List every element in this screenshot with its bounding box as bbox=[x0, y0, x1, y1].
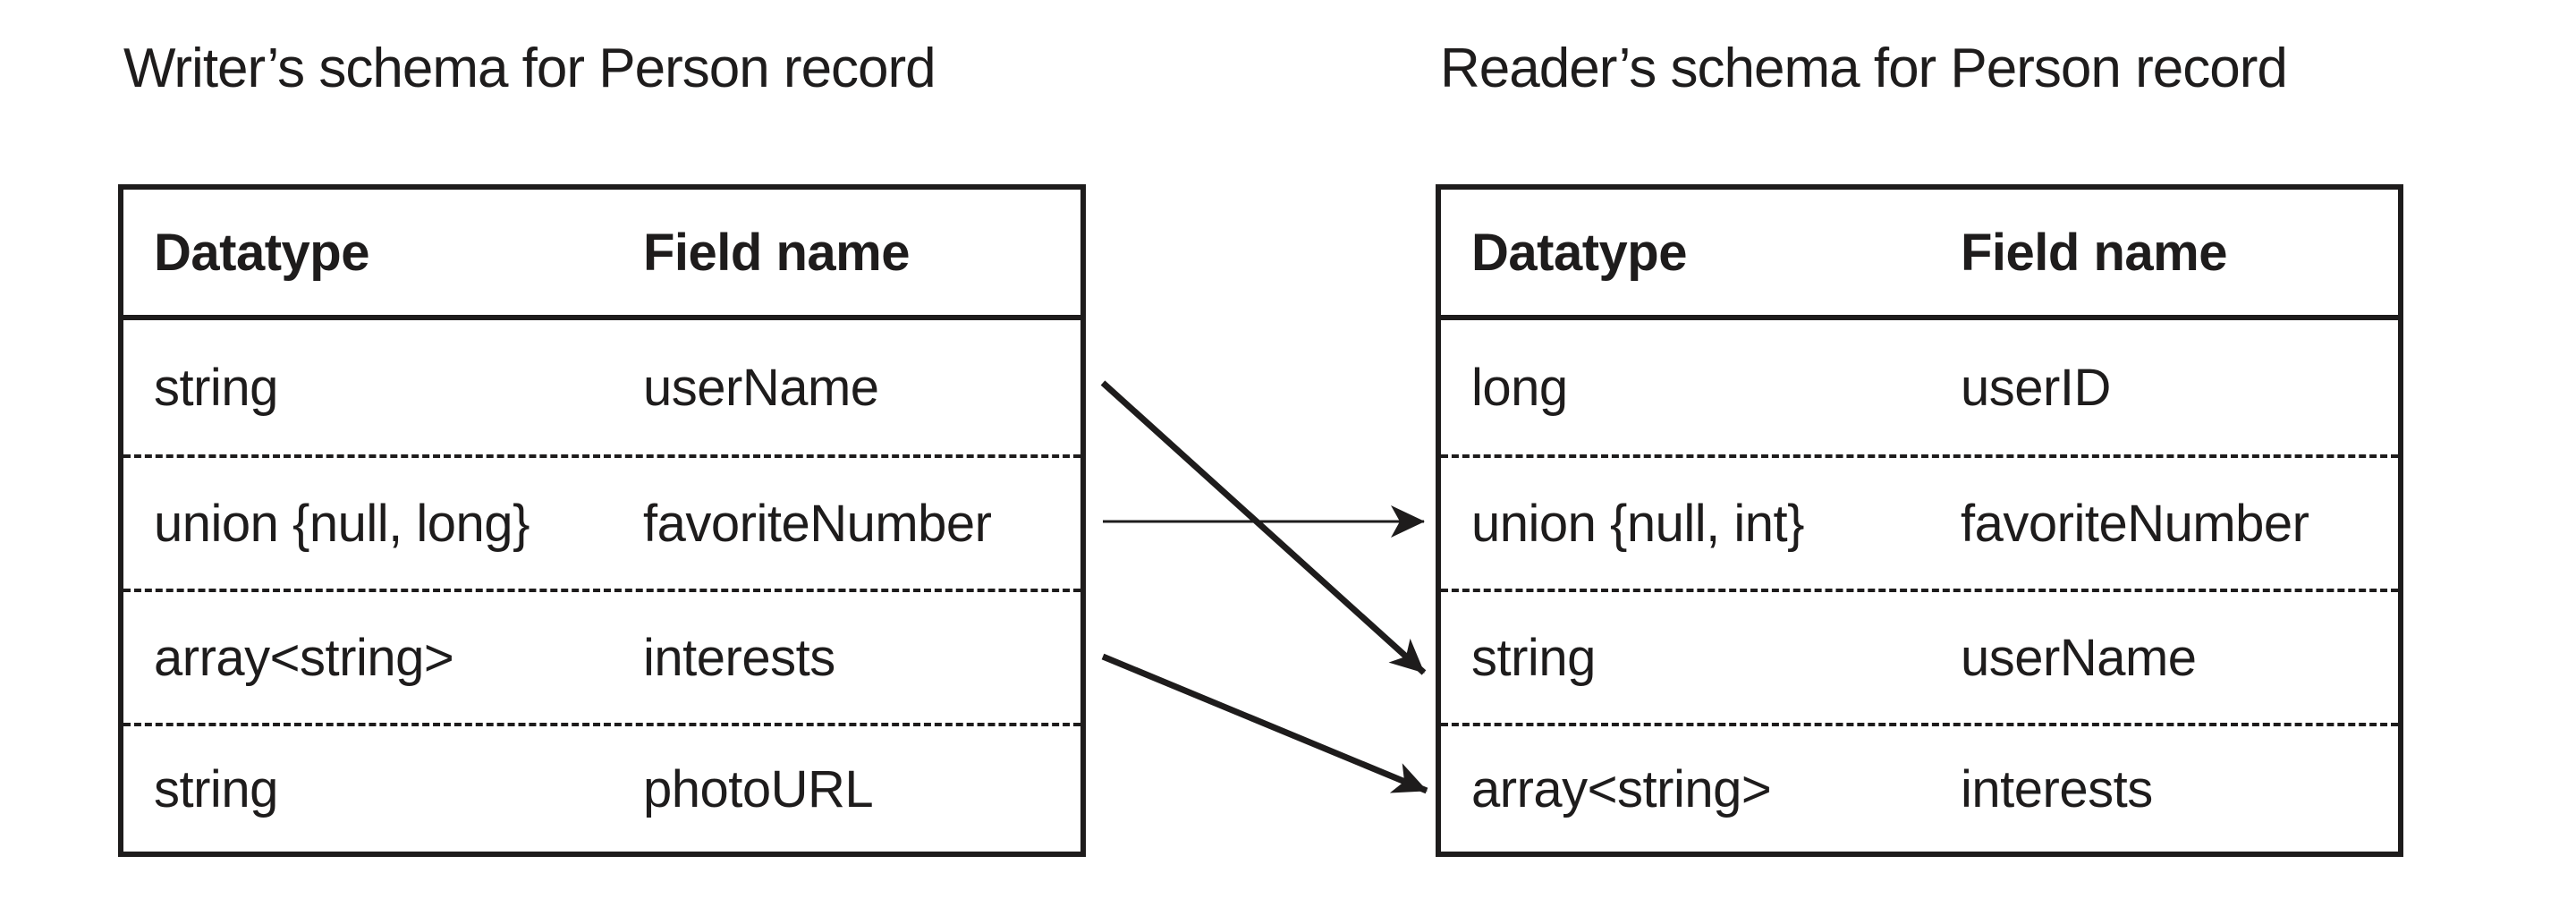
writer-row-photourl: string photoURL bbox=[123, 723, 1080, 852]
field-name-cell: favoriteNumber bbox=[643, 494, 992, 553]
writer-column-header-field-name: Field name bbox=[643, 223, 910, 282]
field-name-cell: userName bbox=[643, 358, 879, 417]
field-name-cell: interests bbox=[1961, 759, 2153, 818]
writer-row-interests: array<string> interests bbox=[123, 589, 1080, 723]
reader-schema-table: Datatype Field name long userID union {n… bbox=[1436, 184, 2403, 857]
field-name-cell: interests bbox=[643, 628, 835, 687]
datatype-cell: union {null, int} bbox=[1471, 494, 1805, 553]
field-name-cell: userID bbox=[1961, 358, 2111, 417]
field-name-cell: photoURL bbox=[643, 759, 874, 818]
reader-column-header-datatype: Datatype bbox=[1471, 223, 1687, 282]
writer-header-row: Datatype Field name bbox=[123, 190, 1080, 320]
reader-schema-title: Reader’s schema for Person record bbox=[1440, 38, 2288, 99]
datatype-cell: array<string> bbox=[1471, 759, 1772, 818]
datatype-cell: long bbox=[1471, 358, 1568, 417]
datatype-cell: string bbox=[1471, 628, 1596, 687]
datatype-cell: array<string> bbox=[154, 628, 454, 687]
reader-row-interests: array<string> interests bbox=[1441, 723, 2398, 852]
writer-schema-table: Datatype Field name string userName unio… bbox=[118, 184, 1086, 857]
arrow-userName-to-userName bbox=[1100, 380, 1427, 675]
writer-column-header-datatype: Datatype bbox=[154, 223, 369, 282]
field-name-cell: favoriteNumber bbox=[1961, 494, 2309, 553]
field-name-cell: userName bbox=[1961, 628, 2197, 687]
writer-row-username: string userName bbox=[123, 320, 1080, 454]
datatype-cell: string bbox=[154, 759, 278, 818]
datatype-cell: string bbox=[154, 358, 278, 417]
reader-row-userid: long userID bbox=[1441, 320, 2398, 454]
arrow-interests-to-interests bbox=[1101, 653, 1428, 794]
reader-column-header-field-name: Field name bbox=[1961, 223, 2227, 282]
reader-row-username: string userName bbox=[1441, 589, 2398, 723]
reader-header-row: Datatype Field name bbox=[1441, 190, 2398, 320]
reader-row-favoritenumber: union {null, int} favoriteNumber bbox=[1441, 454, 2398, 589]
writer-row-favoritenumber: union {null, long} favoriteNumber bbox=[123, 454, 1080, 589]
datatype-cell: union {null, long} bbox=[154, 494, 530, 553]
writer-schema-title: Writer’s schema for Person record bbox=[123, 38, 936, 99]
